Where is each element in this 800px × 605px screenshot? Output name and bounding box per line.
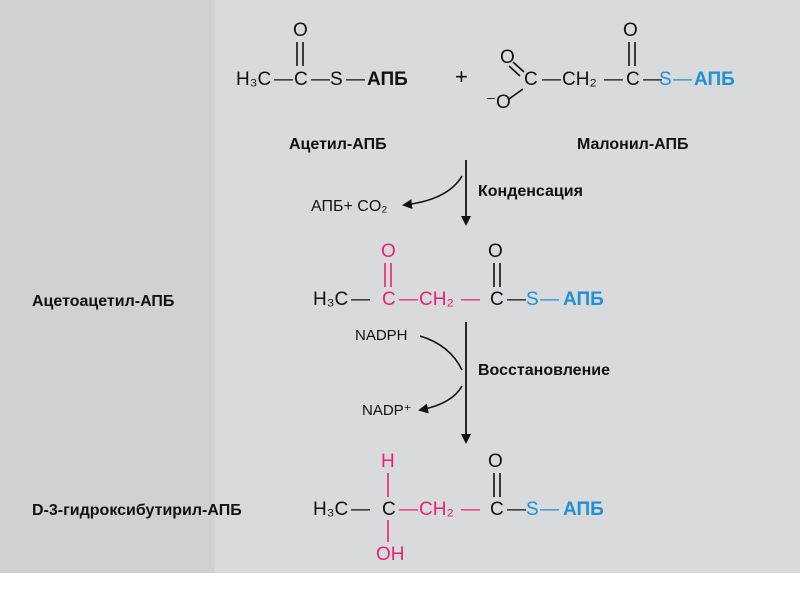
acetoacetyl-h3c: H₃C xyxy=(313,289,348,310)
acetyl-sulfur: S xyxy=(330,69,343,90)
malonyl-dash4: — xyxy=(673,69,692,90)
acetoacetyl-dash5: — xyxy=(540,289,559,310)
malonyl-carbon1: C xyxy=(524,69,538,90)
malonyl-bonds xyxy=(508,42,636,100)
malonyl-oxygen-top: O xyxy=(623,20,638,41)
malonyl-dash2: — xyxy=(604,69,623,90)
label-acetyl-apb: Ацетил-АПБ xyxy=(289,136,387,153)
acetoacetyl-carbon1: C xyxy=(382,289,396,310)
acetoacetyl-double-bonds xyxy=(384,263,501,287)
acetyl-oxygen: O xyxy=(293,20,308,41)
hydroxybutyryl-h3c: H₃C xyxy=(313,499,348,520)
malonyl-dash3: — xyxy=(643,69,662,90)
malonyl-carbon2: C xyxy=(626,69,640,90)
hydroxybutyryl-dash1: — xyxy=(351,499,370,520)
scan-left-shade xyxy=(0,0,215,573)
hydroxybutyryl-sulfur: S xyxy=(526,499,539,520)
acetoacetyl-dash3: — xyxy=(461,289,480,310)
acetyl-apb: АПБ xyxy=(367,69,408,90)
hydroxybutyryl-dash5: — xyxy=(540,499,559,520)
hydroxybutyryl-oxygen2: O xyxy=(488,451,503,472)
acetoacetyl-apb-formula: H₃C — C — CH₂ — C — S — АПБ O O xyxy=(313,241,604,310)
label-hydroxybutyryl-apb: D-3-гидроксибутирил-АПБ xyxy=(32,502,242,519)
acetyl-dash1: — xyxy=(274,69,293,90)
acetyl-apb-formula: H₃C — C — S — АПБ O xyxy=(236,20,408,90)
plus-sign: + xyxy=(455,64,468,89)
acetoacetyl-dash2: — xyxy=(399,289,418,310)
acetyl-dash2: — xyxy=(311,69,330,90)
hydroxybutyryl-apb: АПБ xyxy=(563,499,604,520)
acetoacetyl-dash4: — xyxy=(507,289,526,310)
hydroxybutyryl-carbon1: C xyxy=(382,499,396,520)
hydroxybutyryl-hydrogen: H xyxy=(381,451,395,472)
label-malonyl-apb: Малонил-АПБ xyxy=(577,136,688,153)
malonyl-oxygen-minus: ⁻O xyxy=(486,92,511,113)
acetyl-carbon: C xyxy=(294,69,308,90)
malonyl-dash1: — xyxy=(542,69,561,90)
malonyl-apb: АПБ xyxy=(694,69,735,90)
hydroxybutyryl-carbon2: C xyxy=(490,499,504,520)
malonyl-oxygen-left: O xyxy=(500,47,515,68)
malonyl-sulfur: S xyxy=(659,69,672,90)
acetoacetyl-dash1: — xyxy=(351,289,370,310)
hydroxybutyryl-ch2: CH₂ xyxy=(419,499,454,520)
hydroxybutyryl-dash4: — xyxy=(507,499,526,520)
acetoacetyl-carbon2: C xyxy=(490,289,504,310)
reduction-nadph-curve xyxy=(419,335,463,371)
reduction-nadp-curve xyxy=(418,385,463,414)
acetoacetyl-ch2: CH₂ xyxy=(419,289,454,310)
reduction-cofactor-out: NADP⁺ xyxy=(362,402,412,419)
hydroxybutyryl-hydroxyl: OH xyxy=(376,544,405,565)
acetyl-h3c: H₃C xyxy=(236,69,271,90)
hydroxybutyryl-dash3: — xyxy=(461,499,480,520)
malonyl-ch2: CH₂ xyxy=(562,69,597,90)
hydroxybutyryl-apb-formula: H₃C — C — CH₂ — C — S — АПБ H OH O xyxy=(313,451,604,565)
acetoacetyl-oxygen1: O xyxy=(381,241,396,262)
acetoacetyl-apb: АПБ xyxy=(563,289,604,310)
condensation-step-label: Конденсация xyxy=(478,183,583,200)
condensation-byproduct: АПБ+ CO₂ xyxy=(311,198,388,215)
acetoacetyl-sulfur: S xyxy=(526,289,539,310)
reduction-cofactor-in: NADPH xyxy=(355,327,408,344)
condensation-side-arrow xyxy=(402,175,463,210)
hydroxybutyryl-bonds xyxy=(387,473,501,542)
acetoacetyl-oxygen2: O xyxy=(488,241,503,262)
reduction-step-label: Восстановление xyxy=(478,362,610,379)
label-acetoacetyl-apb: Ацетоацетил-АПБ xyxy=(32,293,174,310)
malonyl-apb-formula: O ⁻O C — CH₂ — C — S — АПБ O xyxy=(486,20,735,113)
hydroxybutyryl-dash2: — xyxy=(399,499,418,520)
acetyl-dash3: — xyxy=(346,69,365,90)
acetyl-double-bond xyxy=(296,42,304,66)
